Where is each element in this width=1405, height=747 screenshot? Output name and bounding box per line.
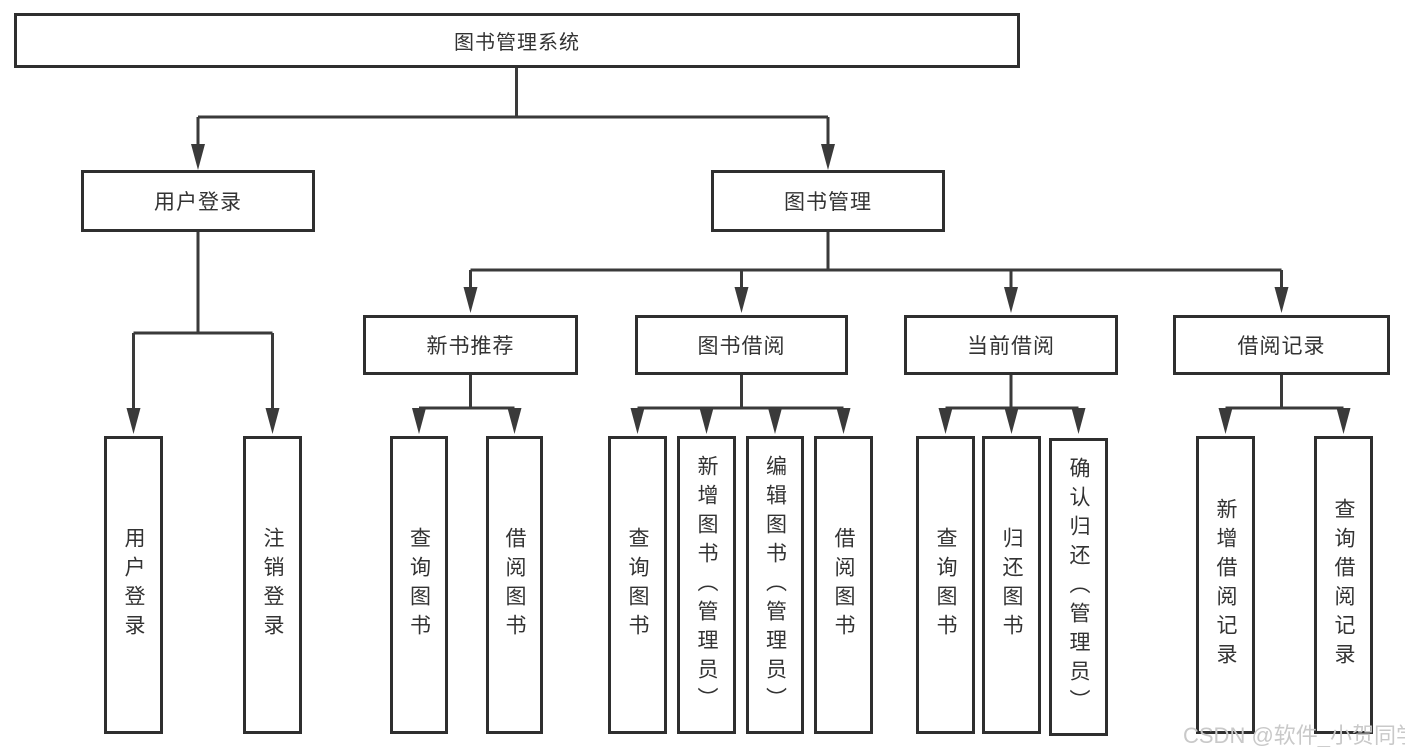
- node-borrow-books-recommend: 借阅图书: [486, 436, 543, 734]
- node-library-system: 图书管理系统: [14, 13, 1020, 68]
- node-query-books-borrow: 查询图书: [608, 436, 667, 734]
- node-return-books: 归还图书: [982, 436, 1041, 734]
- node-book-borrow: 图书借阅: [635, 315, 848, 375]
- node-book-management: 图书管理: [711, 170, 945, 232]
- node-confirm-return-admin: 确认归还（管理员）: [1049, 438, 1108, 736]
- node-current-borrow: 当前借阅: [904, 315, 1118, 375]
- node-query-borrow-record: 查询借阅记录: [1314, 436, 1373, 734]
- node-query-books-current: 查询图书: [916, 436, 975, 734]
- node-logout: 注销登录: [243, 436, 302, 734]
- node-user-login: 用户登录: [81, 170, 315, 232]
- watermark: CSDN @软件_小贺同学: [1183, 723, 1405, 747]
- node-user-login-leaf: 用户登录: [104, 436, 163, 734]
- node-edit-book-admin: 编辑图书（管理员）: [746, 436, 804, 734]
- node-new-book-recommend: 新书推荐: [363, 315, 578, 375]
- node-query-books-recommend: 查询图书: [390, 436, 448, 734]
- node-add-borrow-record: 新增借阅记录: [1196, 436, 1255, 734]
- node-borrow-books-leaf: 借阅图书: [814, 436, 873, 734]
- node-borrow-records: 借阅记录: [1173, 315, 1390, 375]
- node-add-book-admin: 新增图书（管理员）: [677, 436, 736, 734]
